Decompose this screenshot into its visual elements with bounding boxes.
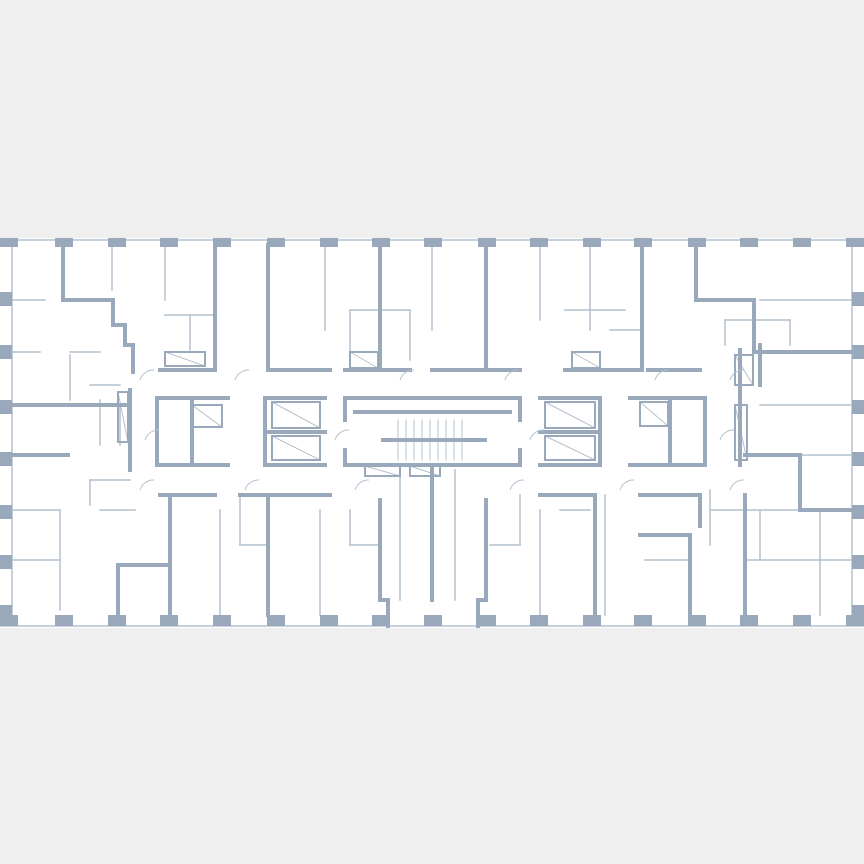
column [478,238,496,247]
shaft [734,404,748,461]
column [688,615,706,626]
shaft-cross [544,435,596,461]
column [852,555,864,569]
door-swings [139,369,745,491]
shaft-cross [117,391,129,443]
walls [10,243,864,628]
column [0,345,12,359]
door-swing [234,369,250,381]
column [846,238,864,247]
column [530,238,548,247]
shaft [271,435,321,461]
column [0,505,12,519]
column [267,615,285,626]
shaft [544,401,596,429]
column [0,452,12,466]
door-swing [334,429,350,441]
door-swing [729,369,745,381]
column [583,238,601,247]
door-swing [719,429,735,441]
door-swing [619,479,635,491]
column [740,238,758,247]
column [0,292,12,306]
shaft [409,465,441,477]
column [634,615,652,626]
column [634,238,652,247]
column [852,345,864,359]
shaft-cross [544,401,596,429]
shaft-cross [571,351,601,369]
door-swing [139,479,155,491]
column [852,505,864,519]
column [0,615,18,626]
column [372,615,390,626]
column [530,615,548,626]
shaft [571,351,601,369]
column [793,238,811,247]
shaft [271,401,321,429]
shaft [191,404,223,428]
door-swing [729,479,745,491]
shaft [544,435,596,461]
shaft-cross [349,351,379,369]
column [688,238,706,247]
column [424,615,442,626]
column [793,615,811,626]
column [852,605,864,619]
shaft-cross [639,401,669,427]
column [372,238,390,247]
shaft [349,351,379,369]
column [213,615,231,626]
column [740,615,758,626]
door-swing [529,429,545,441]
door-swing [139,369,155,381]
door-swing [654,369,670,381]
column [846,615,864,626]
column [0,605,12,619]
column [852,400,864,414]
shaft [117,391,129,443]
shaft-cross [364,465,401,477]
column [0,238,18,247]
door-swing [399,369,415,381]
shaft [364,465,401,477]
columns [0,238,864,626]
shaft-cross [409,465,441,477]
column [0,555,12,569]
column [267,238,285,247]
column [852,292,864,306]
column [320,238,338,247]
column [108,238,126,247]
door-swing [244,479,260,491]
column [160,615,178,626]
shaft [734,354,754,386]
column [424,238,442,247]
door-swing [504,369,520,381]
column [852,452,864,466]
column [583,615,601,626]
shaft [639,401,669,427]
shaft-cross [271,435,321,461]
column [320,615,338,626]
column [478,615,496,626]
shaft-cross [164,351,206,367]
column [55,615,73,626]
shaft-cross [191,404,223,428]
shaft [164,351,206,367]
column [108,615,126,626]
column [213,238,231,247]
door-swing [354,479,370,491]
column [160,238,178,247]
door-swing [509,479,525,491]
door-swing [144,429,160,441]
shaft-cross [271,401,321,429]
column [55,238,73,247]
column [0,400,12,414]
